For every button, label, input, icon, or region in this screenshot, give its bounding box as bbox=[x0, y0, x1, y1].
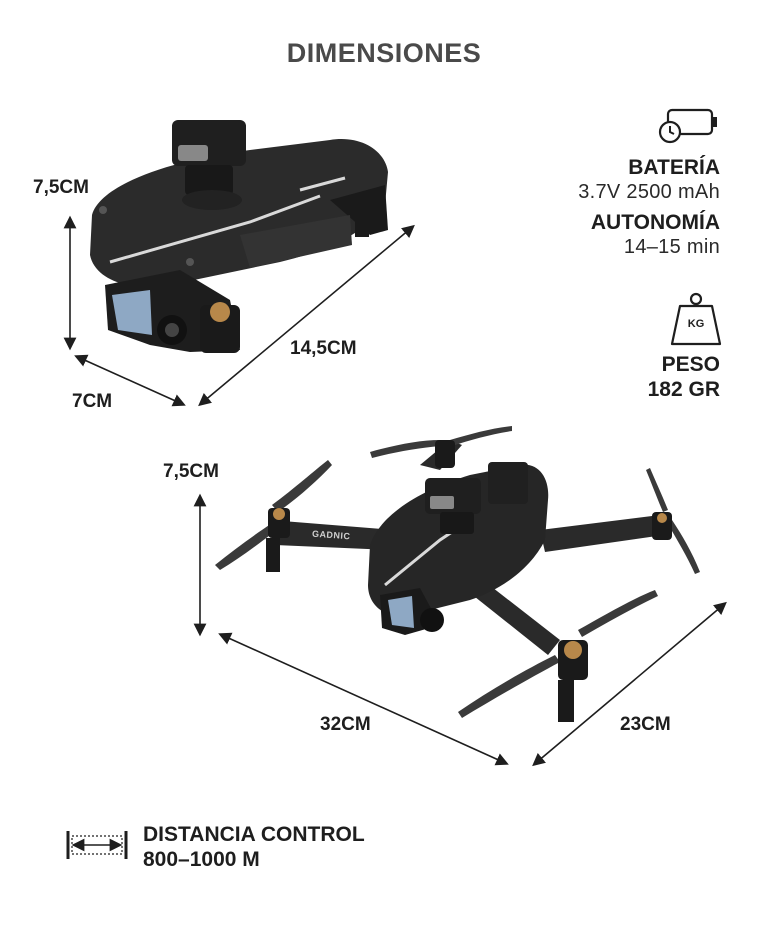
folded-height-label: 7,5CM bbox=[33, 177, 89, 198]
unfolded-width-line bbox=[532, 601, 727, 767]
control-range-label: DISTANCIA CONTROL bbox=[143, 823, 365, 846]
battery-value: 3.7V 2500 mAh bbox=[578, 181, 720, 203]
unfolded-drone-body bbox=[215, 426, 700, 722]
unfolded-width-label: 23CM bbox=[620, 714, 671, 735]
control-range-value: 800–1000 M bbox=[143, 848, 260, 871]
weight-icon-label: KG bbox=[687, 318, 705, 330]
folded-length-label: 14,5CM bbox=[290, 338, 357, 359]
unfolded-length-line bbox=[218, 632, 509, 766]
page-title: DIMENSIONES bbox=[286, 38, 482, 68]
autonomy-label: AUTONOMÍA bbox=[590, 211, 720, 234]
weight-value: 182 GR bbox=[647, 378, 720, 401]
battery-label: BATERÍA bbox=[628, 156, 720, 179]
folded-width-line bbox=[74, 354, 186, 407]
folded-length-line bbox=[198, 224, 415, 407]
folded-width-label: 7CM bbox=[72, 391, 113, 412]
unfolded-length-label: 32CM bbox=[320, 714, 371, 735]
unfolded-height-label: 7,5CM bbox=[163, 461, 219, 482]
folded-drone-body bbox=[90, 120, 388, 353]
autonomy-value: 14–15 min bbox=[623, 236, 720, 258]
weight-label: PESO bbox=[661, 353, 720, 376]
